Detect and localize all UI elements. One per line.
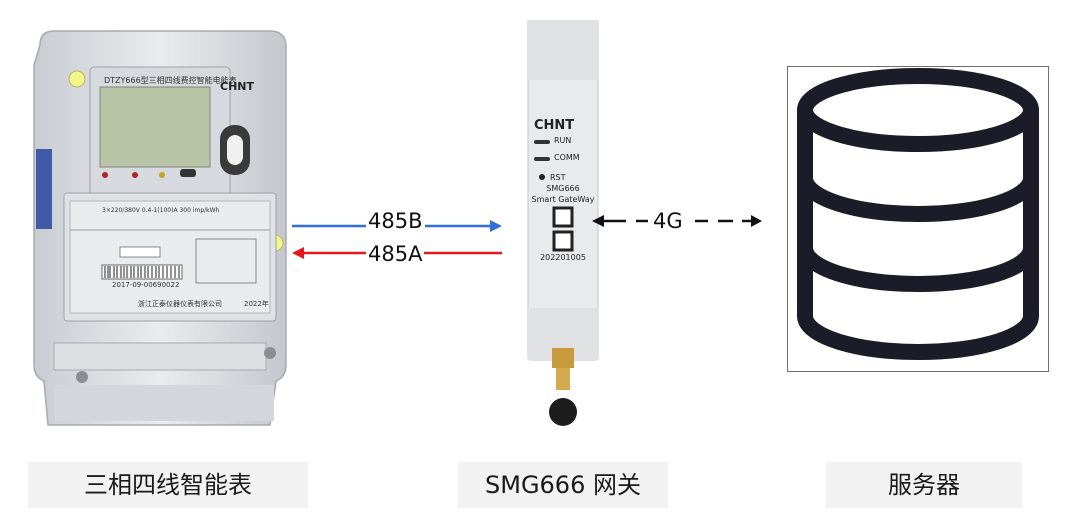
meter-rating: 3×220/380V 0.4-1(100)A 300 imp/kWh xyxy=(102,207,220,214)
server-caption: 服务器 xyxy=(826,462,1022,508)
meter-model-label: DTZY666型三相四线费控智能电能表 xyxy=(104,76,237,85)
gateway-illustration xyxy=(527,19,599,426)
meter-caption: 三相四线智能表 xyxy=(28,462,308,508)
edge-485a-label: 485A xyxy=(366,242,425,266)
gateway-date: 202201005 xyxy=(540,253,586,262)
gateway-rst: RST xyxy=(550,173,566,182)
meter-maker: 浙江正泰仪器仪表有限公司 xyxy=(138,300,222,308)
meter-illustration xyxy=(33,30,287,426)
smg666-gateway: CHNT RUN COMM RST SMG666 Smart GateWay 2… xyxy=(524,19,602,434)
edge-4g-arrowhead-right xyxy=(751,215,762,227)
gateway-led-run: RUN xyxy=(554,136,572,145)
edge-485b-arrowhead xyxy=(490,220,502,232)
meter-serial: 2017-09-00690022 xyxy=(112,281,180,289)
smart-meter: DTZY666型三相四线费控智能电能表 CHNT 3×220/380V 0.4-… xyxy=(30,25,290,433)
gateway-subtitle: Smart GateWay xyxy=(531,195,595,204)
gateway-caption: SMG666 网关 xyxy=(458,462,668,508)
gateway-brand: CHNT xyxy=(534,118,575,133)
meter-brand: CHNT xyxy=(220,80,254,93)
edge-4g-arrowhead-left xyxy=(592,215,604,227)
edge-4g-label: 4G xyxy=(651,209,685,233)
edge-485a-arrowhead xyxy=(292,247,304,259)
gateway-model: SMG666 xyxy=(546,184,580,193)
meter-year: 2022年 xyxy=(244,300,269,308)
database-icon xyxy=(787,66,1049,372)
gateway-led-comm: COMM xyxy=(554,153,580,162)
edge-485b-label: 485B xyxy=(366,209,425,233)
server xyxy=(787,66,1049,372)
